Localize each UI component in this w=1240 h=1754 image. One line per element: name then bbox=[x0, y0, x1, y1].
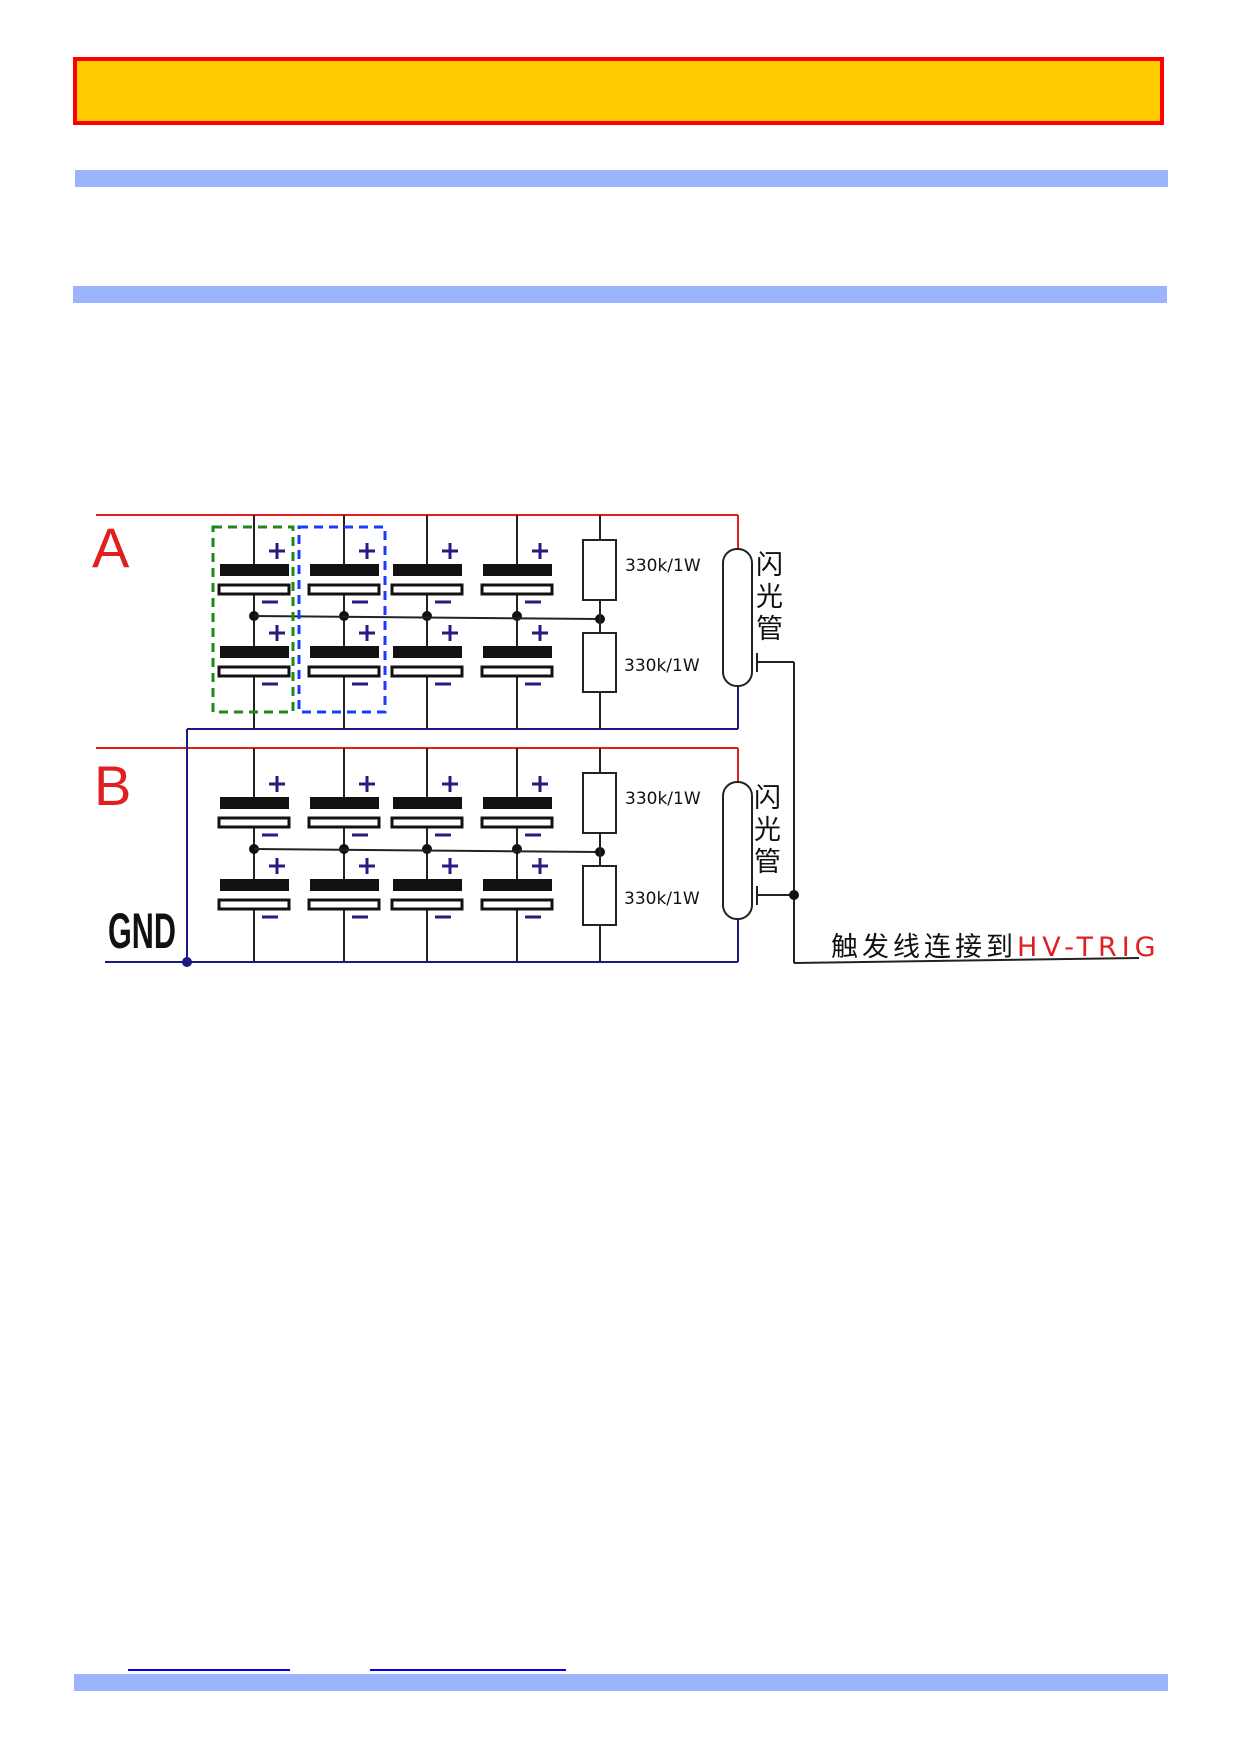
resistor-label: 330k/1W bbox=[625, 556, 701, 576]
junction-node bbox=[512, 611, 522, 621]
capacitor-negative-plate bbox=[217, 583, 291, 596]
junction-node bbox=[512, 844, 522, 854]
trigger-underline bbox=[793, 957, 1140, 964]
capacitor-negative-plate bbox=[307, 898, 381, 911]
resistor bbox=[582, 865, 617, 926]
header-banner bbox=[73, 57, 1164, 125]
section-label-b: B bbox=[94, 754, 131, 817]
trigger-note-text: 触发线连接到 bbox=[831, 932, 1017, 963]
tube-label-char: 闪 bbox=[756, 550, 783, 581]
resistor-label: 330k/1W bbox=[625, 789, 701, 809]
capacitor-positive-plate bbox=[393, 797, 462, 809]
capacitor-positive-plate bbox=[483, 564, 552, 576]
capacitor-negative-plate bbox=[217, 665, 291, 678]
series-group-highlight bbox=[211, 525, 295, 714]
capacitor-positive-plate bbox=[310, 564, 379, 576]
resistor-label: 330k/1W bbox=[624, 656, 700, 676]
gnd-label: GND bbox=[108, 903, 176, 959]
capacitor-negative-plate bbox=[390, 583, 464, 596]
capacitor-negative-plate bbox=[480, 898, 554, 911]
capacitor-negative-plate bbox=[480, 816, 554, 829]
capacitor-positive-plate bbox=[393, 879, 462, 891]
trigger-note: 触发线连接到HV-TRIG bbox=[831, 932, 1161, 963]
section-divider bbox=[73, 286, 1167, 303]
capacitor-negative-plate bbox=[307, 583, 381, 596]
junction-node bbox=[789, 890, 799, 900]
section-divider bbox=[75, 170, 1168, 187]
capacitor-positive-plate bbox=[483, 879, 552, 891]
ground-node bbox=[182, 957, 192, 967]
capacitor-negative-plate bbox=[217, 816, 291, 829]
junction-node bbox=[422, 844, 432, 854]
capacitor-negative-plate bbox=[390, 816, 464, 829]
section-label-a: A bbox=[92, 516, 130, 579]
capacitor-negative-plate bbox=[390, 898, 464, 911]
capacitor-positive-plate bbox=[310, 646, 379, 658]
capacitor-positive-plate bbox=[393, 564, 462, 576]
midpoint-wire bbox=[253, 848, 601, 853]
midpoint-wire bbox=[253, 615, 601, 620]
capacitor-positive-plate bbox=[220, 564, 289, 576]
capacitor-negative-plate bbox=[307, 665, 381, 678]
trigger-target: HV-TRIG bbox=[1017, 932, 1161, 963]
resistor bbox=[582, 632, 617, 693]
resistor-label: 330k/1W bbox=[624, 889, 700, 909]
tube-label-char: 光 bbox=[754, 815, 781, 846]
capacitor-positive-plate bbox=[220, 879, 289, 891]
footer-link[interactable] bbox=[128, 1669, 290, 1671]
capacitor-positive-plate bbox=[483, 797, 552, 809]
capacitor-positive-plate bbox=[220, 646, 289, 658]
capacitor-negative-plate bbox=[217, 898, 291, 911]
junction-node bbox=[422, 611, 432, 621]
tube-label-char: 闪 bbox=[754, 783, 781, 814]
capacitor-positive-plate bbox=[220, 797, 289, 809]
capacitor-negative-plate bbox=[480, 583, 554, 596]
capacitor-negative-plate bbox=[390, 665, 464, 678]
capacitor-positive-plate bbox=[483, 646, 552, 658]
tube-label-char: 管 bbox=[754, 847, 781, 878]
resistor bbox=[582, 539, 617, 601]
resistor bbox=[582, 772, 617, 834]
tube-label-char: 管 bbox=[756, 614, 783, 645]
flash-tube bbox=[722, 548, 753, 687]
capacitor-negative-plate bbox=[480, 665, 554, 678]
capacitor-positive-plate bbox=[310, 797, 379, 809]
capacitor-negative-plate bbox=[307, 816, 381, 829]
flash-tube bbox=[722, 781, 753, 920]
footer-divider bbox=[74, 1674, 1168, 1691]
capacitor-positive-plate bbox=[393, 646, 462, 658]
tube-label-char: 光 bbox=[756, 582, 783, 613]
capacitor-positive-plate bbox=[310, 879, 379, 891]
footer-link[interactable] bbox=[370, 1669, 566, 1671]
